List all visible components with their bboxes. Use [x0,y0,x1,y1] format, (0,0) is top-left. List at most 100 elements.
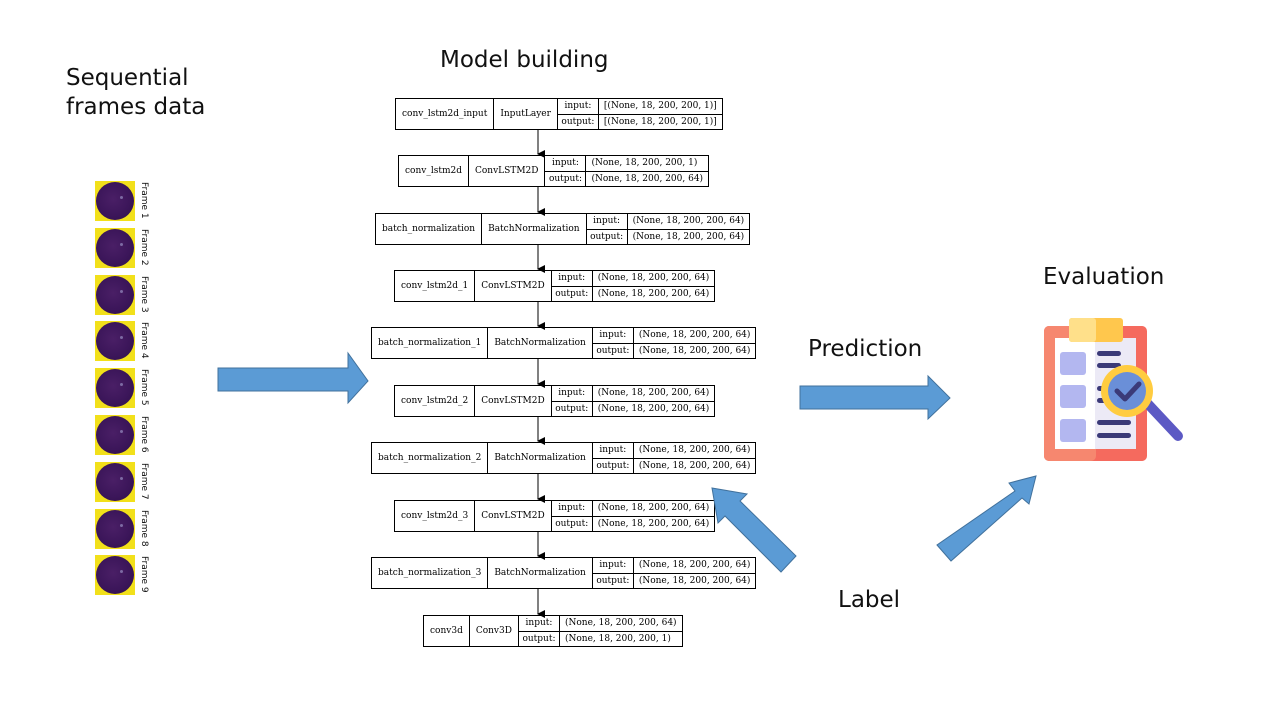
layer-output-row: output: [(None, 18, 200, 200, 1)] [558,114,722,129]
layer-type: BatchNormalization [488,443,593,473]
layer-input-shape: (None, 18, 200, 200, 64) [638,330,751,341]
frame-image [95,321,135,361]
frame-image [95,462,135,502]
layer-input-row: input: (None, 18, 200, 200, 64) [551,386,715,402]
frame-disc [96,322,134,360]
layer-io: input: [(None, 18, 200, 200, 1)]output: [(… [557,99,722,129]
layer-input-row: input: (None, 18, 200, 200, 1) [545,156,709,172]
layer-input-shape: (None, 18, 200, 200, 64) [597,388,710,399]
layer-input-shape: (None, 18, 200, 200, 64) [597,273,710,284]
layer-output-row: output:(None, 18, 200, 200, 64) [593,343,756,358]
layer-input-row: input: (None, 18, 200, 200, 64) [551,271,715,287]
layer-input-key: input: [552,501,593,516]
layer-output-row: output: (None, 18, 200, 200, 64) [587,229,750,244]
layer-type: ConvLSTM2D [475,271,552,301]
layer-type: InputLayer [494,99,558,129]
frame-image [95,181,135,221]
layer-type: ConvLSTM2D [475,501,552,531]
layer-output-row: output: (None, 18, 200, 200, 64) [593,573,756,588]
layer-output-shape: [(None, 18, 200, 200, 1)] [603,116,717,127]
frame-disc [96,369,134,407]
prediction-label: Prediction [808,336,923,362]
layer-output-shape: (None, 18, 200, 200, 64) [591,173,704,184]
frame-disc [96,463,134,501]
layer-input-key: input: [552,386,593,401]
layer-output-shape: (None, 18, 200, 200, 64) [638,575,751,586]
layer-name: batch_normalization_3 [372,558,489,588]
layer-name: batch_normalization_1 [372,328,489,358]
frame-image [95,415,135,455]
frame-disc [96,416,134,454]
layer-input-shape: (None, 18, 200, 200, 64) [597,503,710,514]
layer-name: batch_normalization_2 [372,443,489,473]
layer-output-key: output: [593,343,634,358]
layer-io: input: (None, 18, 200, 200, 64) output: (No… [586,214,750,244]
frame-image [95,228,135,268]
layer-io: input: (None, 18, 200, 200, 1) output: (Non… [545,156,709,186]
layer-type: BatchNormalization [488,558,593,588]
layer-output-key: output: [593,573,634,588]
layer-input-shape: (None, 18, 200, 200, 64) [638,445,751,456]
layer-input-row: input: (None, 18, 200, 200, 64) [586,214,750,230]
layer-io: input:(None, 18, 200, 200, 64)output:(No… [551,501,715,531]
layer-input-row: input:(None, 18, 200, 200, 64) [592,558,756,574]
layer-io: input:(None, 18, 200, 200, 64)output: (No… [592,443,756,473]
layer-output-shape: (None, 18, 200, 200, 64) [632,231,745,242]
layer-io: input:(None, 18, 200, 200, 64)output:(No… [551,271,715,301]
frame-disc [96,276,134,314]
layer-output-key: output: [552,401,593,416]
layer-io: input: (None, 18, 200, 200, 64) output: (No… [518,616,682,646]
layer-name: conv_lstm2d_input [396,99,495,129]
layer-output-key: output: [587,229,628,244]
layer-io: input:(None, 18, 200, 200, 64)output: (No… [592,558,756,588]
clipboard-checklist-magnifier-icon [1044,318,1183,461]
layer-input-row: input:(None, 18, 200, 200, 64) [592,443,756,459]
layer-output-shape: (None, 18, 200, 200, 64) [597,518,710,529]
label-to-evaluation-arrow [936,475,1037,562]
layer-name: conv3d [424,616,470,646]
layer-input-shape: (None, 18, 200, 200, 64) [632,216,745,227]
frame-disc [96,556,134,594]
layer-input-key: input: [587,214,628,229]
model-building-title: Model building [440,47,609,73]
layer-name: batch_normalization [376,214,483,244]
layer-input-shape: (None, 18, 200, 200, 64) [564,618,677,629]
frame-disc [96,229,134,267]
sequential-frames-title: Sequential frames data [66,64,205,122]
layer-input-key: input: [593,328,634,343]
layer-name: conv_lstm2d_2 [395,386,476,416]
frame-image [95,275,135,315]
layer-input-key: input: [558,99,599,114]
layer-type: BatchNormalization [488,328,593,358]
layer-output-row: output:(None, 18, 200, 200, 64) [552,516,715,531]
layer-input-row: input: (None, 18, 200, 200, 64) [592,328,756,344]
layer-input-key: input: [545,156,587,171]
layer-input-key: input: [552,271,593,286]
layer-output-key: output: [558,114,599,129]
frame-image [95,509,135,549]
layer-output-row: output: (None, 18, 200, 200, 1) [519,631,682,646]
input-flow-arrow [217,351,369,405]
layer-output-key: output: [545,171,587,186]
layer-name: conv_lstm2d_3 [395,501,476,531]
layer-output-shape: (None, 18, 200, 200, 1) [564,633,671,644]
left-title-line-1: Sequential [66,65,189,91]
layer-type: ConvLSTM2D [475,386,552,416]
layer-input-key: input: [519,616,560,631]
layer-input-row: input: (None, 18, 200, 200, 64) [518,616,682,632]
layer-input-shape: (None, 18, 200, 200, 64) [638,560,751,571]
layer-output-row: output:(None, 18, 200, 200, 64) [552,401,715,416]
layer-type: Conv3D [470,616,519,646]
layer-input-shape: (None, 18, 200, 200, 1) [591,158,698,169]
layer-io: input: (None, 18, 200, 200, 64) output:(No… [592,328,756,358]
layer-output-key: output: [519,631,560,646]
layer-output-row: output:(None, 18, 200, 200, 64) [552,286,715,301]
layer-output-shape: (None, 18, 200, 200, 64) [597,288,710,299]
layer-output-key: output: [593,458,634,473]
frame-disc [96,182,134,220]
